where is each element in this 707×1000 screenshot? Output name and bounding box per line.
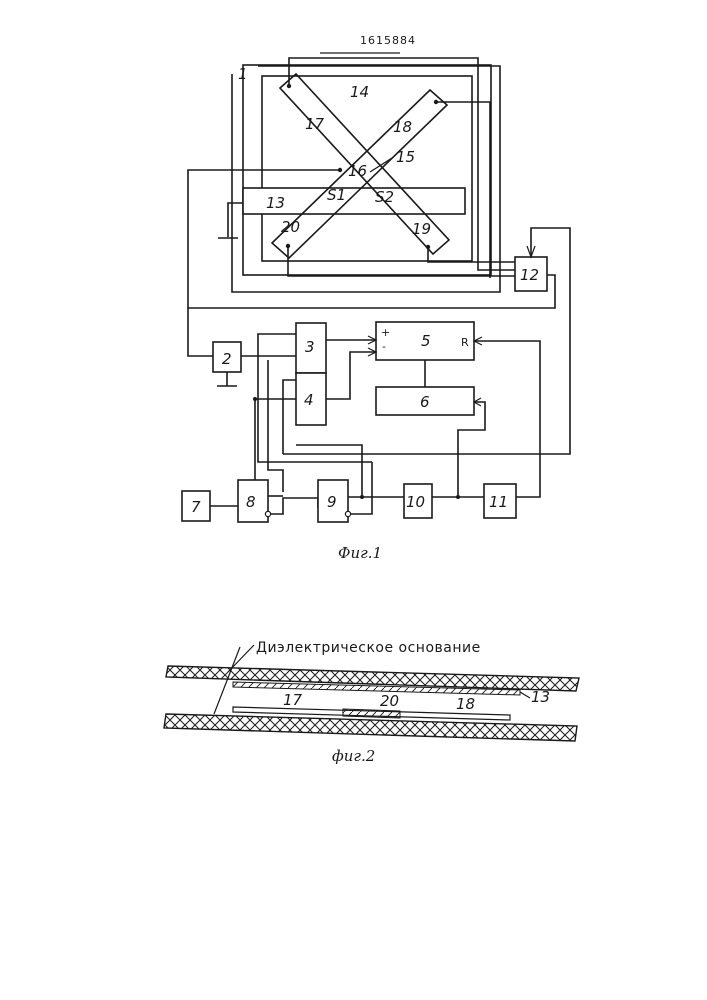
label-s2: S2 bbox=[375, 188, 394, 206]
label-5: 5 bbox=[421, 332, 431, 350]
patent-number: 1615884 bbox=[360, 34, 416, 47]
inverter-8 bbox=[265, 511, 270, 516]
label-12: 12 bbox=[520, 266, 539, 284]
label-plus: + bbox=[381, 326, 390, 339]
dielectric-base-label: Диэлектрическое основание bbox=[256, 640, 481, 656]
label-minus: - bbox=[382, 340, 386, 353]
leader-base-bottom bbox=[214, 647, 240, 714]
label-18: 18 bbox=[393, 118, 412, 136]
fig2-label-17: 17 bbox=[283, 691, 303, 709]
wire-12-to-4 bbox=[283, 380, 296, 454]
label-6: 6 bbox=[420, 393, 430, 411]
label-14: 14 bbox=[350, 83, 369, 101]
label-1: 1 bbox=[238, 65, 248, 83]
fig2-caption: фиг.2 bbox=[332, 747, 375, 765]
label-19: 19 bbox=[412, 220, 431, 238]
wire-11-to-5 bbox=[474, 341, 540, 497]
ground-block-2 bbox=[217, 372, 237, 386]
label-r: R bbox=[461, 336, 469, 349]
label-20: 20 bbox=[281, 218, 300, 236]
label-10: 10 bbox=[406, 493, 425, 511]
label-15: 15 bbox=[396, 148, 415, 166]
bottom-substrate bbox=[164, 714, 577, 741]
fig2-diagram: Диэлектрическое основание 13 17 20 18 фи… bbox=[164, 640, 579, 765]
label-9: 9 bbox=[327, 493, 337, 511]
fig1-diagram: 1 14 13 S1 S2 17 18 16 15 20 19 bbox=[182, 58, 570, 562]
fig1-caption: Фиг.1 bbox=[338, 544, 382, 562]
label-3: 3 bbox=[305, 338, 315, 356]
node-9 bbox=[360, 495, 364, 499]
label-7: 7 bbox=[191, 498, 201, 516]
inverter-9 bbox=[345, 511, 350, 516]
label-4: 4 bbox=[304, 391, 314, 409]
label-13: 13 bbox=[266, 194, 285, 212]
label-11: 11 bbox=[489, 493, 508, 511]
label-2: 2 bbox=[222, 350, 232, 368]
label-8: 8 bbox=[246, 493, 256, 511]
leader-13 bbox=[520, 692, 530, 698]
fig2-label-20: 20 bbox=[380, 692, 399, 710]
label-16: 16 bbox=[348, 162, 367, 180]
fig2-label-18: 18 bbox=[456, 695, 475, 713]
wire-4-to-5 bbox=[326, 352, 376, 399]
ground-strip-13 bbox=[218, 203, 243, 238]
wire-10-to-6 bbox=[458, 402, 485, 497]
label-17: 17 bbox=[305, 115, 325, 133]
contact-20 bbox=[343, 709, 400, 718]
label-s1: S1 bbox=[327, 186, 346, 204]
wire-8-to-9 bbox=[270, 498, 318, 514]
wire-3-to-8 bbox=[268, 360, 283, 492]
fig2-label-13: 13 bbox=[531, 688, 550, 706]
